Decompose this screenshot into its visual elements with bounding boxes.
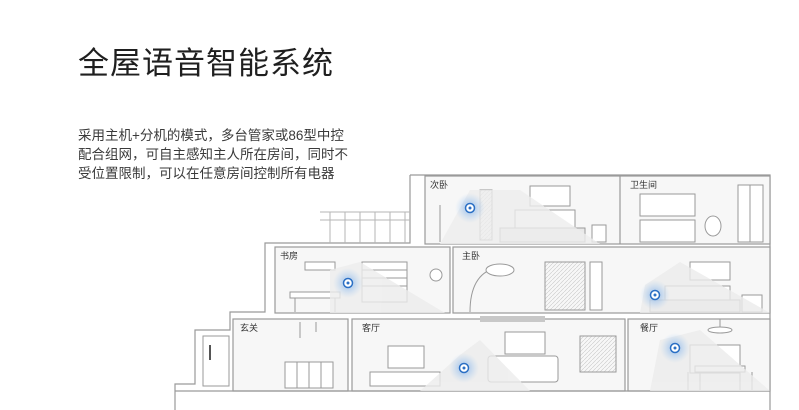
room-label-master-bedroom: 主卧 (462, 250, 480, 261)
room-label-second-bedroom: 次卧 (430, 179, 448, 190)
room-label-entrance: 玄关 (240, 322, 258, 333)
description: 采用主机+分机的模式，多台管家或86型中控 配合组网，可自主感知主人所在房间，同… (78, 126, 378, 183)
page-title: 全屋语音智能系统 (78, 46, 334, 81)
voice-hub-icon (660, 333, 690, 363)
description-line-2: 配合组网，可自主感知主人所在房间，同时不 (78, 147, 348, 162)
voice-hub-icon (333, 268, 363, 298)
description-line-3: 受位置限制，可以在任意房间控制所有电器 (78, 166, 335, 181)
balcony-rails (320, 211, 410, 243)
room-label-dining-room: 餐厅 (640, 322, 658, 333)
description-line-1: 采用主机+分机的模式，多台管家或86型中控 (78, 128, 344, 143)
voice-hub-icon (640, 280, 670, 310)
bathroom-furniture (639, 184, 764, 243)
voice-hub-icon (455, 193, 485, 223)
voice-hub-icon (449, 353, 479, 383)
room-label-living-room: 客厅 (362, 322, 380, 333)
room-label-bathroom: 卫生间 (630, 179, 657, 190)
entrance-furniture (202, 322, 334, 389)
room-label-study: 书房 (280, 250, 298, 261)
